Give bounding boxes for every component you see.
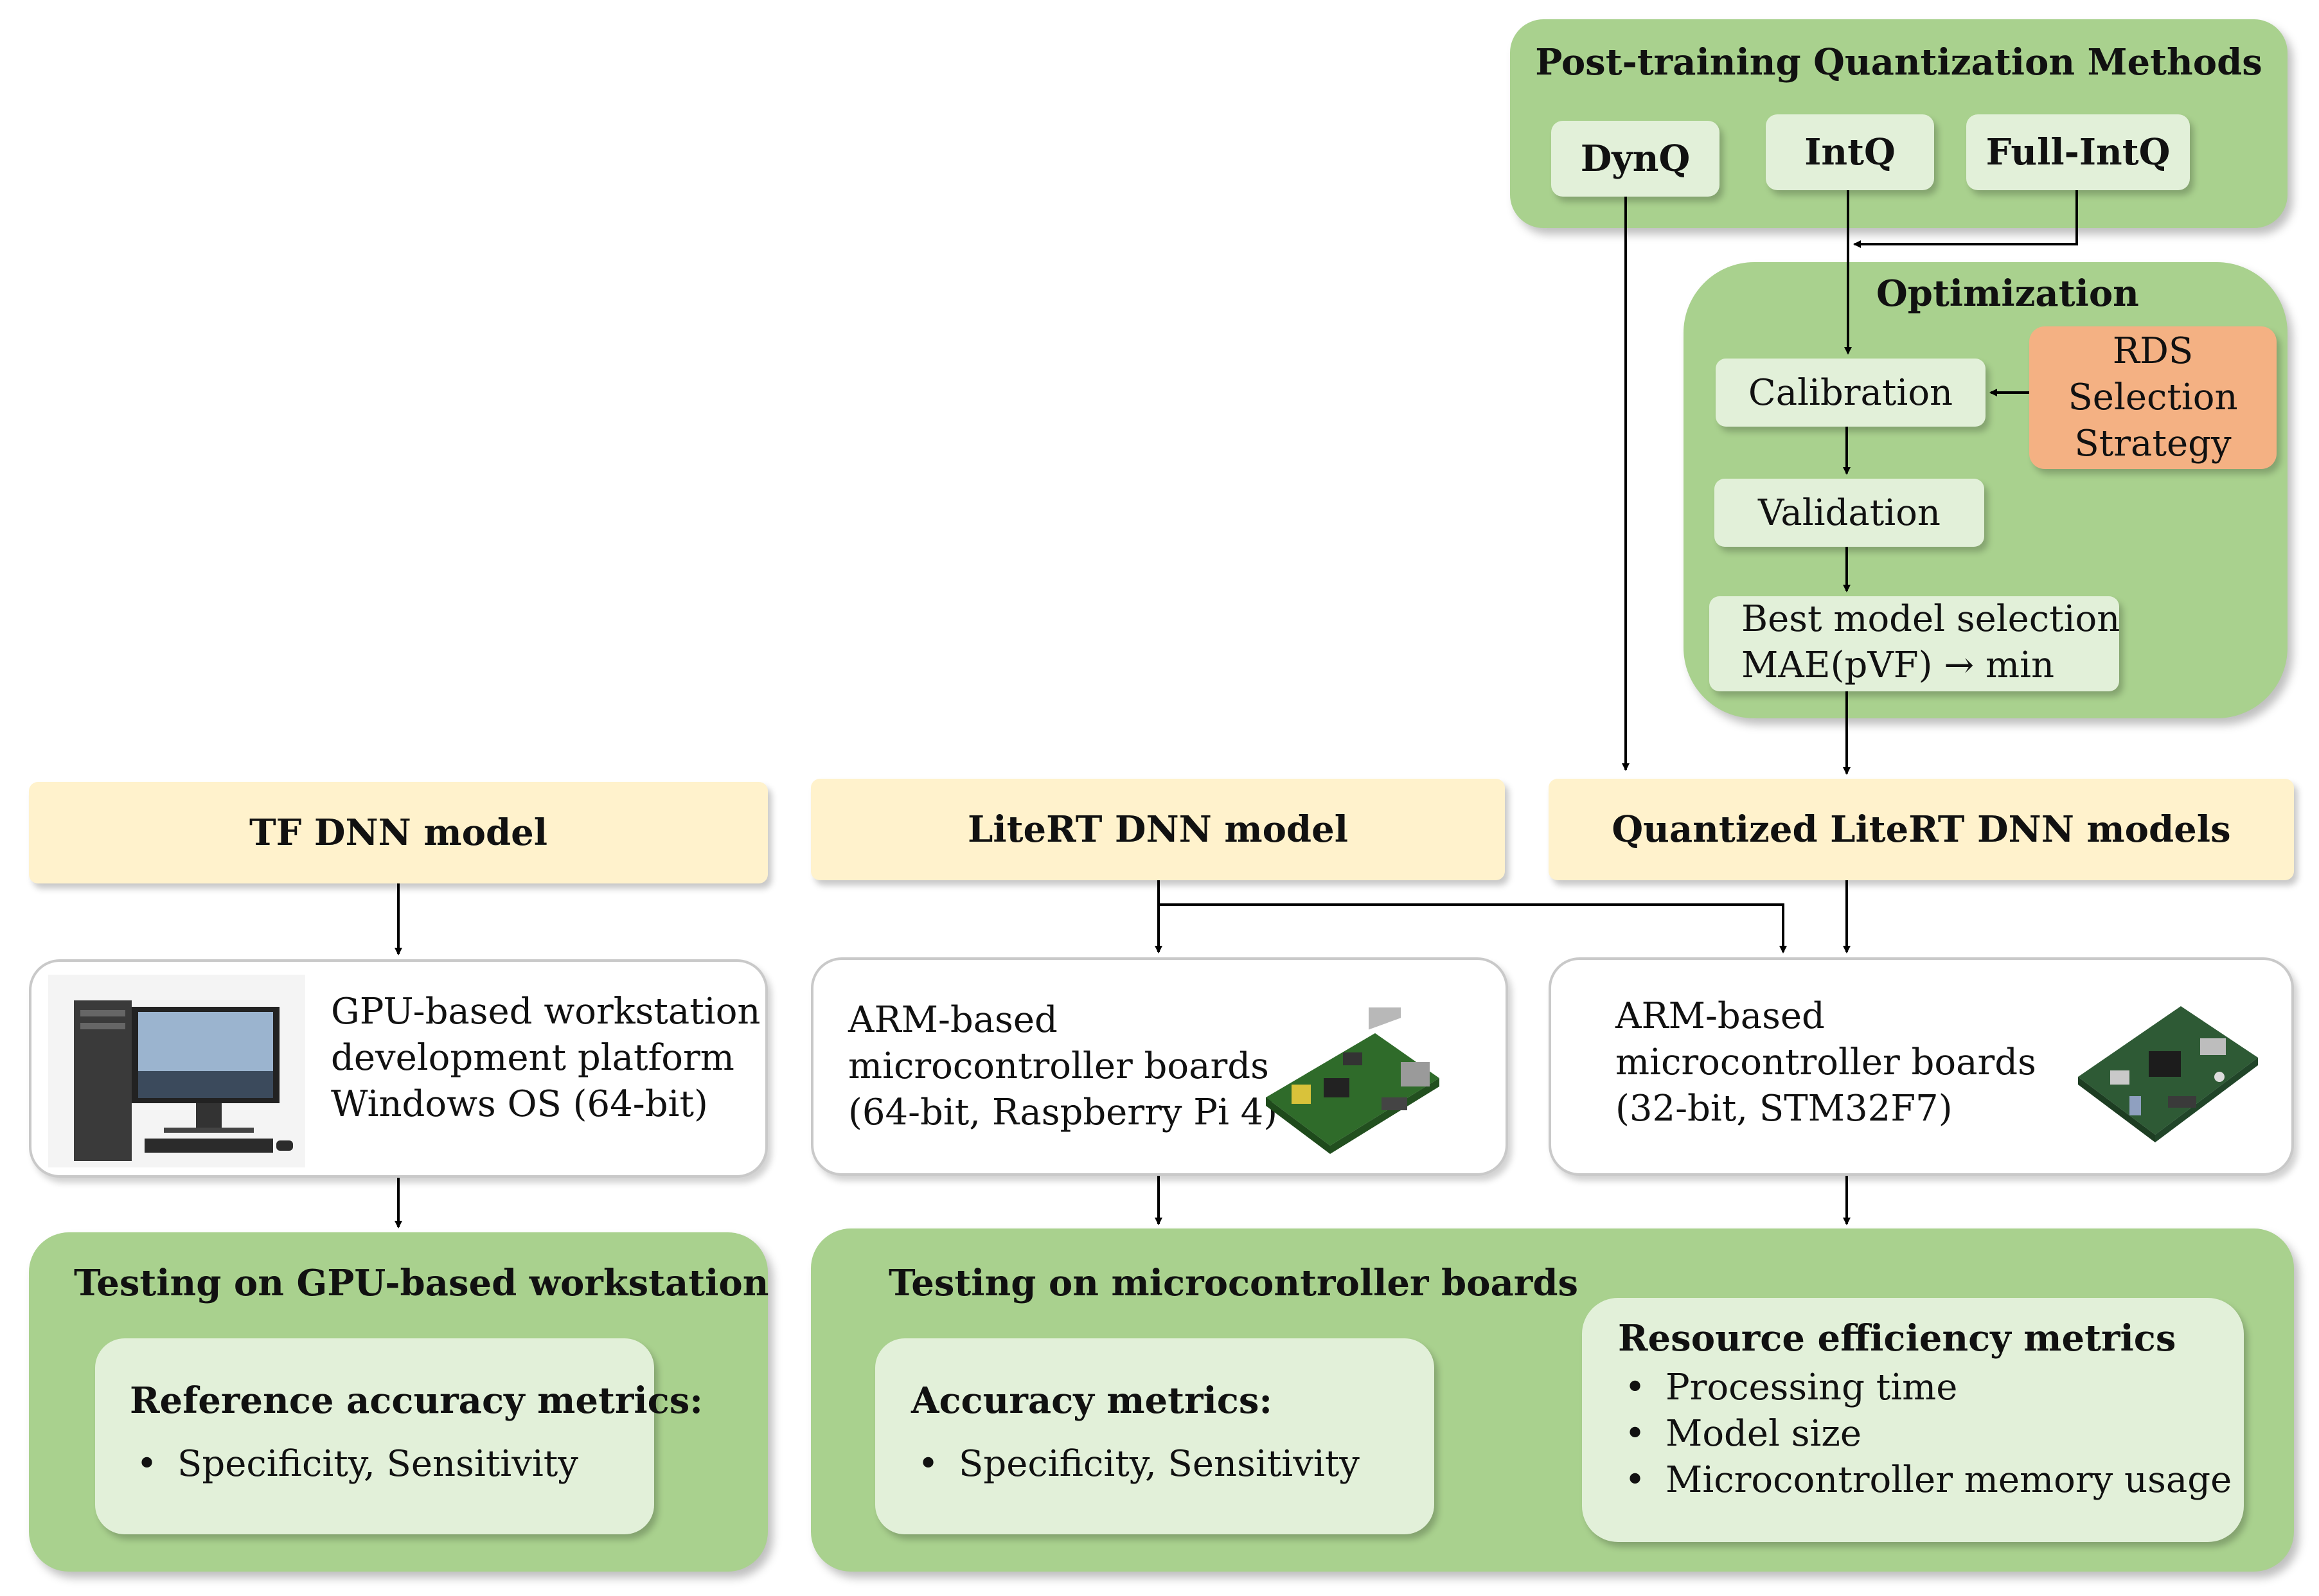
accuracy-metrics-title: Accuracy metrics: bbox=[911, 1379, 1273, 1422]
reference-accuracy-list: Specificity, Sensitivity bbox=[130, 1441, 654, 1487]
stm32-line-1: ARM-based bbox=[1615, 995, 1825, 1037]
ptq-intq: IntQ bbox=[1766, 114, 1934, 190]
reference-accuracy-metrics-box: Reference accuracy metrics: Specificity,… bbox=[95, 1338, 703, 1534]
resource-metric-memory-usage: Microcontroller memory usage bbox=[1618, 1457, 2244, 1503]
ptq-full-intq: Full-IntQ bbox=[1966, 114, 2190, 190]
accuracy-metrics-box: Accuracy metrics: Specificity, Sensitivi… bbox=[875, 1338, 1434, 1534]
arrow-litert-to-stm32 bbox=[1159, 903, 1787, 953]
optimization-title: Optimization bbox=[1876, 272, 2139, 315]
rpi-line-2: microcontroller boards bbox=[848, 1045, 1269, 1087]
best-model-criterion-line: MAE(pVF) → min bbox=[1741, 644, 2055, 686]
stm32-board-image bbox=[2072, 993, 2264, 1148]
gpu-workstation-text: GPU-based workstation development platfo… bbox=[331, 989, 761, 1128]
mcu-testing-title: Testing on microcontroller boards bbox=[889, 1262, 1578, 1304]
ptq-title: Post-training Quantization Methods bbox=[1535, 41, 2262, 84]
rds-line-1: RDS bbox=[2112, 330, 2194, 372]
rds-line-3: Strategy bbox=[2074, 423, 2232, 465]
validation-step: Validation bbox=[1714, 479, 1984, 547]
ptq-dynq: DynQ bbox=[1551, 121, 1719, 197]
gpu-line-2: development platform bbox=[331, 1037, 734, 1079]
reference-accuracy-item: Specificity, Sensitivity bbox=[130, 1441, 654, 1487]
gpu-workstation-platform: GPU-based workstation development platfo… bbox=[29, 959, 768, 1178]
stm32-text: ARM-based microcontroller boards (32-bit… bbox=[1615, 993, 2036, 1132]
stm32-platform: ARM-based microcontroller boards (32-bit… bbox=[1549, 957, 2294, 1176]
tf-dnn-model: TF DNN model bbox=[29, 782, 768, 883]
best-model-selection-line: Best model selection bbox=[1741, 598, 2120, 640]
workstation-computer-image bbox=[48, 975, 305, 1167]
calibration-step: Calibration bbox=[1716, 359, 1986, 427]
rpi-line-1: ARM-based bbox=[848, 999, 1058, 1041]
arrow-fullintq-join bbox=[1853, 190, 2078, 248]
quantized-litert-dnn-models: Quantized LiteRT DNN models bbox=[1549, 779, 2294, 880]
resource-metric-model-size: Model size bbox=[1618, 1411, 2244, 1457]
resource-efficiency-title: Resource efficiency metrics bbox=[1618, 1317, 2176, 1360]
litert-dnn-model: LiteRT DNN model bbox=[811, 779, 1505, 880]
raspberry-pi-platform: ARM-based microcontroller boards (64-bit… bbox=[811, 957, 1508, 1176]
stm32-line-2: microcontroller boards bbox=[1615, 1042, 2036, 1083]
gpu-line-1: GPU-based workstation bbox=[331, 991, 761, 1033]
gpu-line-3: Windows OS (64-bit) bbox=[331, 1083, 708, 1125]
accuracy-metrics-list: Specificity, Sensitivity bbox=[911, 1441, 1434, 1487]
resource-efficiency-list: Processing time Model size Microcontroll… bbox=[1618, 1365, 2244, 1503]
rds-line-2: Selection bbox=[2068, 377, 2238, 418]
gpu-testing-title: Testing on GPU-based workstation bbox=[74, 1262, 769, 1304]
reference-accuracy-title: Reference accuracy metrics: bbox=[130, 1379, 703, 1422]
accuracy-metrics-item: Specificity, Sensitivity bbox=[911, 1441, 1434, 1487]
resource-metric-processing-time: Processing time bbox=[1618, 1365, 2244, 1411]
resource-efficiency-metrics-box: Resource efficiency metrics Processing t… bbox=[1582, 1298, 2244, 1542]
raspberry-pi-text: ARM-based microcontroller boards (64-bit… bbox=[848, 997, 1277, 1136]
stm32-line-3: (32-bit, STM32F7) bbox=[1615, 1088, 1953, 1130]
rpi-line-3: (64-bit, Raspberry Pi 4) bbox=[848, 1092, 1278, 1133]
rds-selection-strategy: RDS Selection Strategy bbox=[2029, 326, 2277, 469]
best-model-selection-step: Best model selection MAE(pVF) → min bbox=[1709, 596, 2120, 691]
